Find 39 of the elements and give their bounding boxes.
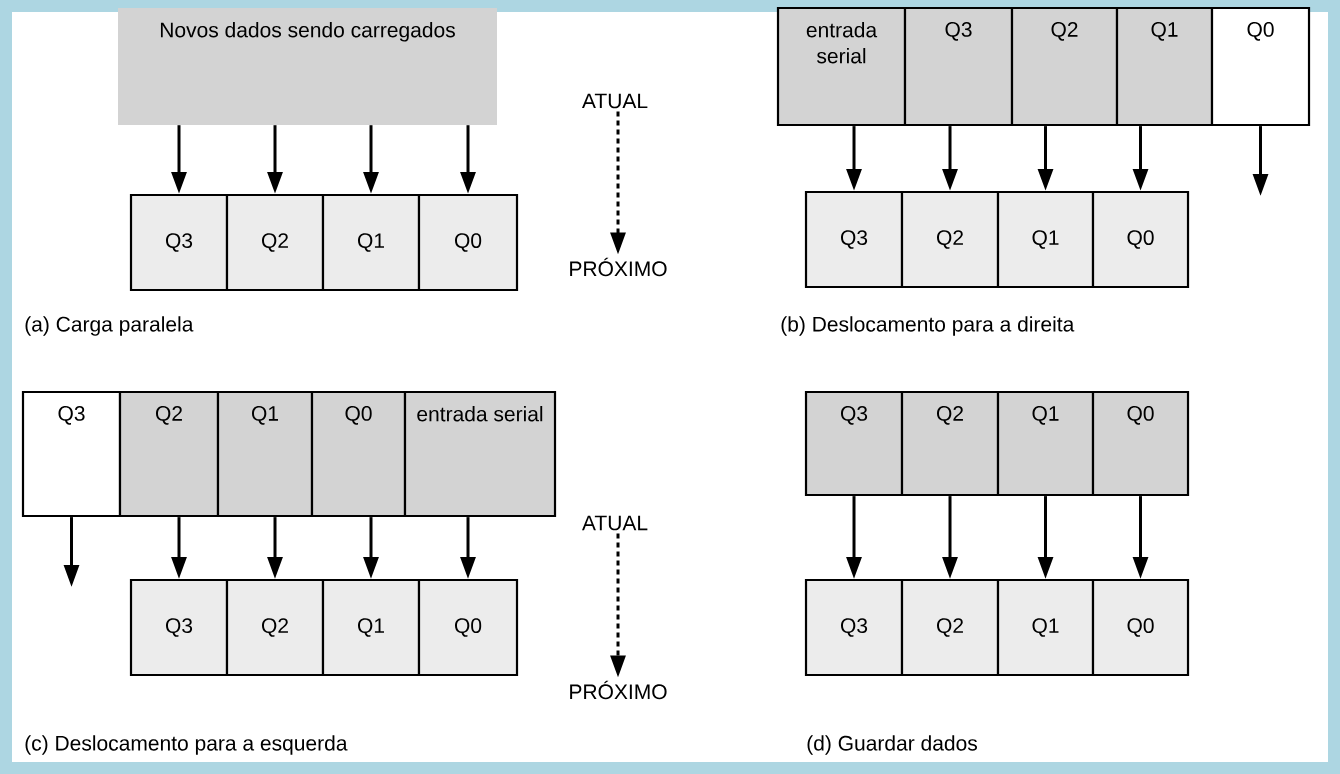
register-cell: Q3 <box>129 578 229 677</box>
register-cell: Q2 <box>225 193 325 292</box>
register-cell: Q3 <box>903 6 1014 127</box>
register-cell: Q1 <box>321 193 421 292</box>
register-cell: Q0 <box>310 390 407 518</box>
register-cell: Q0 <box>1091 390 1190 497</box>
caption: (c) Deslocamento para a esquerda <box>25 735 348 755</box>
register-cell: Q2 <box>900 190 1000 289</box>
register-cell: Q3 <box>804 190 904 289</box>
register-cell: entrada serial <box>776 6 907 127</box>
register-cell: Q2 <box>900 390 1000 497</box>
register-cell: Q1 <box>996 578 1095 677</box>
register-cell: Q3 <box>129 193 229 292</box>
register-cell: Q3 <box>804 578 904 677</box>
state-label: PRÓXIMO <box>570 680 667 700</box>
register-cell: Q1 <box>321 578 421 677</box>
state-label: ATUAL <box>582 515 648 531</box>
register-cell: Q0 <box>417 578 519 677</box>
register-cell: Q0 <box>1091 190 1190 289</box>
state-label: PRÓXIMO <box>570 257 667 277</box>
register-cell: Q2 <box>225 578 325 677</box>
caption: (b) Deslocamento para a direita <box>781 316 1075 336</box>
caption: (a) Carga paralela <box>25 316 194 336</box>
caption: (d) Guardar dados <box>807 735 977 755</box>
register-cell: Q1 <box>1115 6 1214 127</box>
register-cell: entrada serial <box>403 390 557 518</box>
register-cell: Q0 <box>1210 6 1311 127</box>
data-box: Novos dados sendo carregados <box>118 8 497 125</box>
register-cell: Q0 <box>1091 578 1190 677</box>
register-cell: Q3 <box>804 390 904 497</box>
register-cell: Q2 <box>118 390 220 518</box>
register-cell: Q2 <box>900 578 1000 677</box>
register-cell: Q0 <box>417 193 519 292</box>
state-label: ATUAL <box>582 93 648 109</box>
register-cell: Q2 <box>1010 6 1119 127</box>
register-cell: Q1 <box>216 390 314 518</box>
register-cell: Q3 <box>21 390 122 518</box>
register-cell: Q1 <box>996 190 1095 289</box>
register-cell: Q1 <box>996 390 1095 497</box>
